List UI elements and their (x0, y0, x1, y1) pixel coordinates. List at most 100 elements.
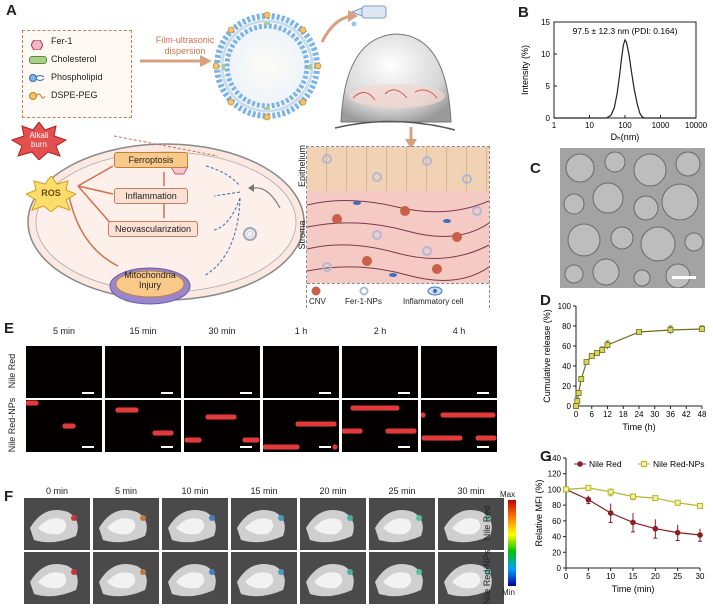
inflammatory-cell-icon (427, 286, 443, 296)
component-legend-box: Fer-1 Cholesterol Phospholipid DSPE-PEG (22, 30, 132, 118)
chart-b-xtick-label: 10000 (685, 121, 708, 130)
fer1-hexagon-icon (30, 37, 44, 51)
fer1-nps-icon (359, 286, 369, 296)
chart-g-ytick-label: 120 (548, 470, 562, 479)
inflammation-box: Inflammation (114, 188, 188, 204)
chart-g-ytick-label: 140 (548, 454, 562, 463)
panel-e-fluorescence-image (341, 400, 418, 452)
chart-d-ytick-label: 0 (567, 402, 572, 411)
panel-f-eye-image (438, 498, 504, 550)
chart-b-ytick-label: 10 (541, 50, 550, 59)
chart-d-xtick-label: 0 (574, 410, 579, 419)
chart-g-xtick-label: 10 (606, 572, 615, 581)
alkali-burn-label-line2: burn (30, 140, 47, 149)
phospholipid-icon (29, 71, 45, 83)
chart-g-xtick-label: 20 (651, 572, 660, 581)
mitochondria-label-line1: Mitochondria (124, 270, 176, 280)
chart-d-xtick-label: 6 (590, 410, 595, 419)
cornea-legend: CNV Fer-1-NPs Inflammatory cell (307, 283, 489, 308)
panel-e-time-label: 4 h (452, 326, 466, 336)
panel-e-fluorescence-image (184, 346, 260, 398)
panel-e-scalebar (398, 446, 410, 448)
panel-e-scalebar (161, 392, 173, 394)
chart-b-ylabel: Intensity (%) (520, 45, 530, 95)
chart-g-xlabel: Time (min) (612, 584, 655, 594)
panel-label-b: B (518, 4, 529, 21)
chart-g-xtick-label: 25 (673, 572, 682, 581)
chart-b-annotation: 97.5 ± 12.3 nm (PDI: 0.164) (573, 26, 678, 36)
method-text-line2: dispersion (164, 46, 206, 56)
cnv-icon (311, 286, 321, 296)
panel-e-scalebar (477, 446, 489, 448)
chart-d-xtick-label: 18 (619, 410, 628, 419)
colorbar-max-label: Max (500, 490, 516, 499)
legend-label-fer1: Fer-1 (51, 36, 73, 46)
tem-vesicles (560, 148, 705, 288)
chart-d-xtick-label: 30 (650, 410, 659, 419)
chart-g-point (630, 519, 636, 526)
epithelium-nanoparticles (322, 154, 472, 184)
chart-g-xtick-label: 5 (586, 572, 591, 581)
mitochondria-label-line2: Injury (138, 280, 161, 290)
panel-f-eye-image (300, 498, 366, 550)
panel-e-scalebar (240, 392, 252, 394)
chart-d-xtick-label: 36 (666, 410, 675, 419)
chart-g-point (652, 525, 659, 532)
panel-e-fluorescence-image (262, 400, 339, 452)
chart-g-point (674, 529, 681, 536)
panel-f-time-label: 30 min (457, 486, 485, 496)
panel-e-scalebar (319, 392, 331, 394)
chart-b-frame (553, 21, 697, 119)
panel-f-eye-image (369, 498, 435, 550)
tem-image (560, 148, 705, 288)
eye-illustration (335, 33, 455, 131)
legend-label-dspe-peg: DSPE-PEG (51, 90, 98, 100)
chart-g-xtick-label: 0 (564, 572, 569, 581)
chart-b-ytick-label: 15 (541, 18, 550, 27)
chart-g-legend-marker (577, 461, 583, 467)
panel-label-d: D (540, 292, 551, 309)
chart-g-ytick-label: 80 (552, 501, 561, 510)
panel-f-time-label: 0 min (45, 486, 68, 496)
panel-e-scalebar (82, 446, 94, 448)
chart-b-xtick-label: 1 (552, 121, 557, 130)
chart-g-xtick-label: 30 (696, 572, 705, 581)
chart-d-point (578, 376, 585, 382)
cornea-legend-fer1-nps: Fer-1-NPs (345, 297, 382, 306)
panel-f-eye-image (24, 552, 90, 604)
chart-d-series-line (575, 328, 703, 407)
panel-e-scalebar (240, 446, 252, 448)
cholesterol-icon (29, 56, 47, 64)
panel-label-f: F (4, 488, 14, 505)
legend-label-cholesterol: Cholesterol (51, 54, 97, 64)
panel-e-scalebar (477, 392, 489, 394)
chart-d-point (594, 350, 600, 356)
chart-g-point (652, 495, 659, 502)
panel-f-time-label: 25 min (388, 486, 416, 496)
panel-e-scalebar (398, 392, 410, 394)
panel-f-eye-image (369, 552, 435, 604)
panel-e-time-label: 15 min (129, 326, 157, 336)
chart-g-point (674, 499, 681, 506)
panel-label-e: E (4, 320, 15, 337)
eye-to-cornea-arrow (405, 127, 417, 149)
chart-g-ylabel: Relative MFI (%) (534, 479, 544, 546)
chart-d-xtick-label: 48 (698, 410, 707, 419)
chart-d-ytick-label: 100 (558, 302, 572, 311)
chart-d-xtick-label: 42 (682, 410, 691, 419)
chart-d-point (667, 327, 674, 333)
panel-e-row-label: Nile Red-NPs (7, 397, 17, 453)
chart-b-ytick-label: 5 (546, 82, 551, 91)
chart-g-point (585, 484, 592, 491)
stroma-label: Stroma (297, 220, 307, 250)
panel-f-eye-image (93, 552, 159, 604)
panel-e-fluorescence-image (184, 400, 260, 452)
cornea-legend-cnv: CNV (309, 297, 326, 306)
stroma-contents (307, 200, 489, 281)
neovascularization-box: Neovascularization (108, 221, 198, 237)
chart-g-ytick-label: 100 (548, 485, 562, 494)
